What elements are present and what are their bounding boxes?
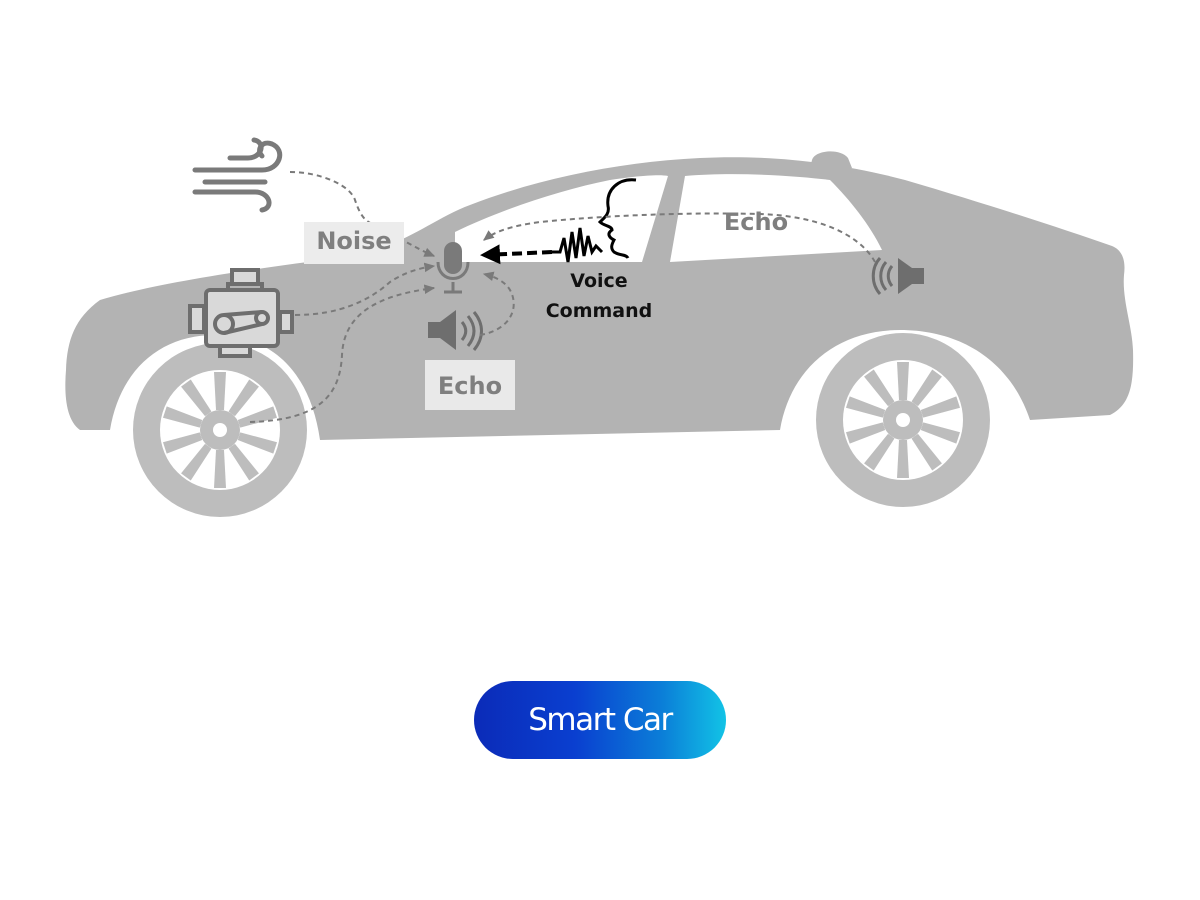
engine-icon bbox=[188, 268, 294, 358]
rear-speaker-icon bbox=[871, 256, 924, 296]
voice-command-label-line2: Command bbox=[546, 300, 653, 322]
rear-echo-label: Echo bbox=[724, 208, 788, 236]
front-echo-path bbox=[479, 271, 515, 336]
noise-label: Noise bbox=[316, 227, 391, 255]
rear-echo-path bbox=[483, 212, 876, 263]
signal-paths bbox=[249, 171, 876, 423]
engine-noise-path bbox=[294, 262, 436, 316]
roof-antenna bbox=[810, 151, 852, 168]
smart-car-button[interactable]: Smart Car bbox=[474, 681, 726, 759]
car-silhouette bbox=[65, 151, 1134, 517]
tire-noise-path bbox=[249, 284, 436, 423]
face-profile-icon bbox=[597, 178, 637, 259]
rear-wheel bbox=[816, 333, 990, 507]
front-echo-label-box bbox=[425, 360, 515, 410]
wind-noise-path bbox=[289, 171, 436, 257]
voice-command-label-line1: Voice bbox=[570, 270, 627, 292]
noise-label-box bbox=[304, 222, 404, 264]
front-speaker-icon bbox=[428, 310, 483, 351]
front-wheel bbox=[133, 343, 307, 517]
rear-window bbox=[670, 174, 882, 262]
microphone-icon bbox=[436, 242, 470, 294]
voice-command-arrow bbox=[480, 244, 553, 265]
wind-icon bbox=[192, 137, 283, 213]
front-echo-label: Echo bbox=[438, 372, 502, 400]
voice-waveform-icon bbox=[552, 227, 604, 263]
